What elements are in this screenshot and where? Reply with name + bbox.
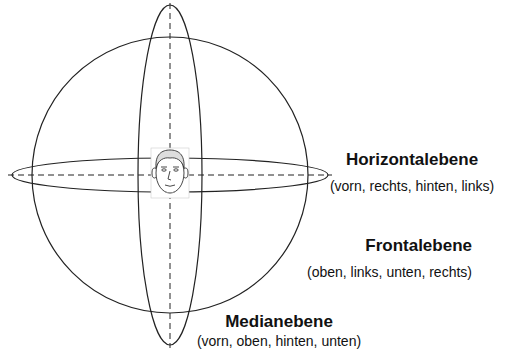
plane-name: Horizontalebene — [346, 150, 478, 170]
plane-name: Medianebene — [225, 312, 333, 332]
direction-list: (vorn, oben, hinten, unten) — [197, 333, 361, 349]
direction-list: (vorn, rechts, hinten, links) — [330, 178, 494, 194]
plane-name: Frontalebene — [365, 236, 472, 256]
direction-list: (oben, links, unten, rechts) — [307, 264, 472, 280]
head-figure — [151, 148, 189, 198]
